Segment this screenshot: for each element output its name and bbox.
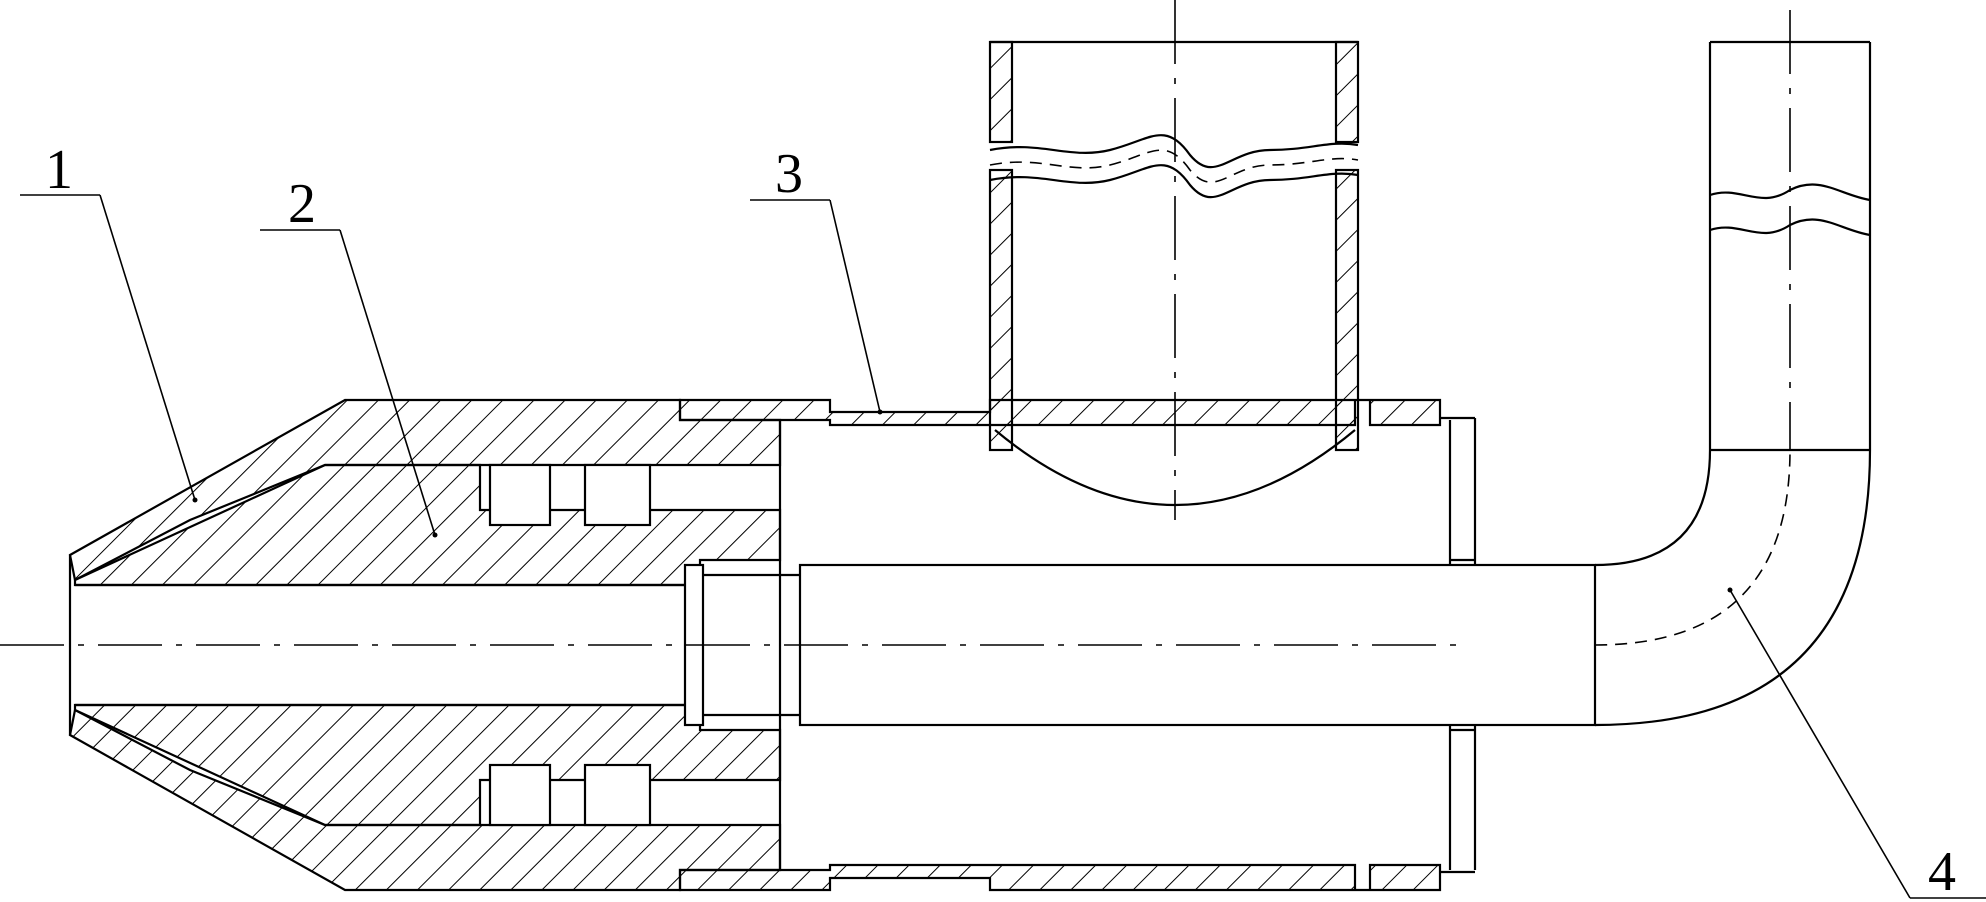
callout-1: 1 — [20, 139, 198, 503]
callout-2: 2 — [260, 173, 438, 538]
callout-3: 3 — [750, 143, 883, 415]
label-part-2: 2 — [288, 173, 316, 235]
label-part-3: 3 — [775, 143, 803, 205]
callout-4: 4 — [1727, 587, 1986, 902]
nozzle-inner-core — [73, 463, 782, 827]
housing-body — [678, 398, 1477, 892]
label-part-1: 1 — [45, 139, 73, 201]
label-part-4: 4 — [1928, 841, 1956, 902]
vertical-inlet-pipe — [988, 0, 1360, 520]
